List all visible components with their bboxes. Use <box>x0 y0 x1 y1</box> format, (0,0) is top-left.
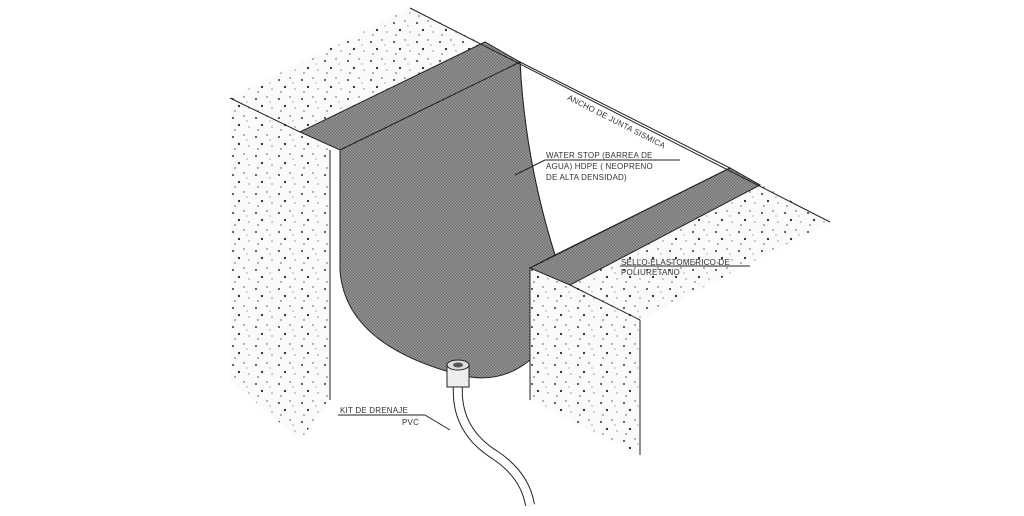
right-slab-face <box>530 268 640 455</box>
seal-label-line2: POLIURETANO <box>621 268 680 277</box>
water-stop-membrane <box>339 61 556 379</box>
left-sealant-strip <box>298 41 522 151</box>
left-slab-top <box>230 8 520 150</box>
drain-hose <box>452 384 535 507</box>
outline-lines <box>229 7 831 455</box>
right-slab-top <box>570 168 830 320</box>
drain-kit-label: KIT DE DRENAJE <box>340 406 408 415</box>
right-sealant-strip <box>528 167 762 286</box>
water-stop-label-line2: AGUA) HDPE ( NEOPRENO <box>546 162 653 171</box>
water-stop-label-line1: WATER STOP (BARREA DE <box>546 151 653 160</box>
drain-material-label: PVC <box>402 418 420 427</box>
water-stop-label-line3: DE ALTA DENSIDAD) <box>546 173 627 182</box>
drain-fitting <box>446 359 470 388</box>
leader-lines <box>338 159 750 431</box>
seal-label-line1: SELLO ELASTOMERICO DE <box>621 258 730 267</box>
left-slab-face <box>230 98 330 440</box>
